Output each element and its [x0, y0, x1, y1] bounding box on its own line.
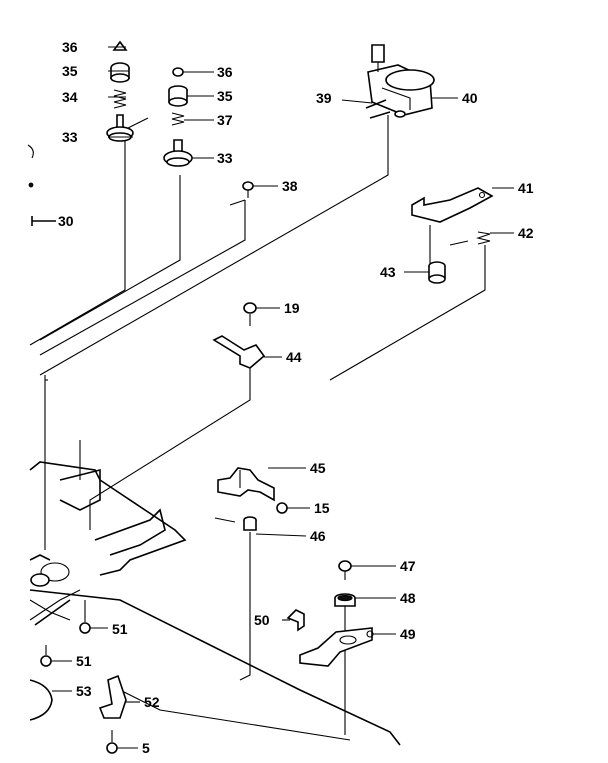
callout-52: 52	[144, 694, 160, 710]
part-53-disc	[29, 679, 53, 721]
callout-46: 46	[310, 528, 326, 544]
part-51-screw-upper	[79, 610, 91, 634]
callout-36-right: 36	[217, 64, 233, 80]
callout-38: 38	[282, 178, 298, 194]
part-52-bracket	[98, 674, 127, 719]
part-48-bushing	[334, 593, 356, 607]
callout-19: 19	[284, 300, 300, 316]
callout-43: 43	[380, 264, 396, 280]
part-35-nut-right	[168, 85, 188, 107]
callout-37: 37	[217, 112, 233, 128]
callout-40: 40	[462, 90, 478, 106]
callout-15: 15	[314, 500, 330, 516]
callout-53: 53	[76, 683, 92, 699]
part-30-shaft	[27, 144, 56, 226]
callout-labels: 36 35 34 33 36 35 37 33 38 30 39 40 41 4…	[58, 39, 534, 756]
callout-33-left: 33	[62, 129, 78, 145]
callout-leaders	[51, 46, 514, 749]
part-5-screw	[106, 730, 118, 754]
part-41-bracket	[411, 187, 494, 223]
part-38-pin	[229, 181, 254, 206]
callout-45: 45	[310, 460, 326, 476]
callout-50: 50	[254, 612, 270, 628]
part-19-screw	[243, 302, 257, 326]
callout-47: 47	[400, 558, 416, 574]
part-42-spring	[449, 231, 491, 246]
part-51-screw-lower	[40, 645, 52, 667]
callout-35-left: 35	[62, 63, 78, 79]
part-36-cap-right	[172, 67, 184, 77]
part-49-plate	[299, 627, 374, 667]
leader-lines	[29, 115, 486, 741]
callout-36-left: 36	[62, 39, 78, 55]
part-33-post-left	[106, 114, 149, 142]
part-37-spring-right	[171, 112, 185, 126]
callout-51-lower: 51	[76, 653, 92, 669]
callout-44: 44	[286, 349, 302, 365]
callout-49: 49	[400, 626, 416, 642]
part-46-spacer	[214, 516, 257, 531]
part-35-nut-left	[110, 62, 130, 83]
part-34-spring-left	[113, 89, 127, 109]
callout-35-right: 35	[217, 88, 233, 104]
part-43-bushing	[428, 261, 446, 284]
callout-41: 41	[518, 180, 534, 196]
callout-51-upper: 51	[112, 621, 128, 637]
callout-30: 30	[58, 213, 74, 229]
callout-48: 48	[400, 590, 416, 606]
callout-5: 5	[142, 740, 150, 756]
part-44-lever	[212, 335, 266, 369]
part-33-post-right	[163, 139, 193, 167]
callout-39: 39	[316, 90, 332, 106]
base-plate	[29, 440, 401, 746]
part-47-cap	[338, 560, 352, 580]
callout-33-right: 33	[217, 150, 233, 166]
part-40-solenoid	[367, 44, 435, 118]
callout-42: 42	[518, 225, 534, 241]
part-45-bracket	[217, 467, 275, 502]
part-39-wire	[341, 99, 391, 119]
part-50-clip	[286, 609, 305, 632]
callout-34: 34	[62, 89, 78, 105]
part-15-screw	[276, 502, 288, 514]
part-36-cap-left	[112, 40, 128, 51]
